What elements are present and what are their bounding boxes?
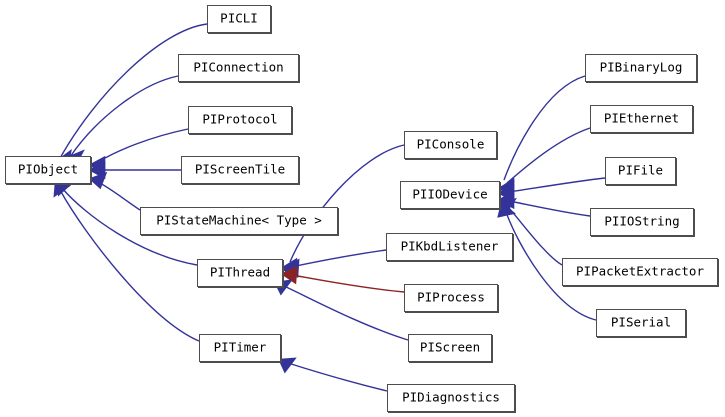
arrowhead-piconsole-to-pithread (282, 258, 300, 279)
class-node-label: PICLI (220, 10, 258, 26)
edge-piiostring-to-piiodevice (508, 200, 591, 217)
class-node-label: PIScreenTile (194, 161, 286, 177)
class-node-label: PIEthernet (603, 110, 680, 126)
edge-piprocess-to-pithread (291, 274, 405, 293)
edge-piscreen-to-pithread (283, 285, 409, 341)
edge-pifile-to-piiodevice (508, 177, 606, 193)
arrowhead-pitimer-to-piobject (53, 181, 72, 198)
class-node-label: PIPacketExtractor (576, 263, 704, 279)
class-node-label: PIObject (17, 161, 79, 177)
class-node-label: PIDiagnostics (402, 389, 500, 405)
class-node-label: PIIOString (604, 213, 680, 229)
arrowhead-piiostring-to-piiodevice (497, 190, 515, 210)
class-node-label: PIConsole (416, 136, 485, 152)
class-node-piiodevice[interactable]: PIIODevice (400, 181, 500, 209)
class-node-pistatemachine[interactable]: PIStateMachine< Type > (140, 207, 338, 235)
arrowhead-pidiagnostics-to-pitimer (278, 357, 297, 374)
arrowhead-piprocess-to-pithread (280, 265, 298, 285)
class-node-label: PITimer (213, 339, 267, 355)
class-node-label: PISerial (610, 314, 672, 330)
class-node-piconnection[interactable]: PIConnection (178, 54, 299, 82)
arrowhead-pistatemachine-to-piobject (88, 171, 108, 190)
edge-piethernet-to-piiodevice (506, 127, 591, 184)
class-node-label: PIScreen (419, 339, 481, 355)
class-node-label: PIFile (617, 162, 664, 178)
class-node-label: PIThread (209, 264, 271, 280)
class-node-pithread[interactable]: PIThread (197, 259, 283, 287)
class-node-label: PIProtocol (202, 111, 278, 127)
arrowhead-pithread-to-piobject (55, 181, 74, 197)
edge-pistatemachine-to-piobject (97, 181, 141, 211)
class-node-pipacketextractor[interactable]: PIPacketExtractor (562, 258, 718, 286)
class-node-piscreen[interactable]: PIScreen (408, 334, 492, 362)
edge-pidiagnostics-to-pitimer (287, 362, 388, 392)
arrowhead-piscreentile-to-piobject (88, 160, 106, 180)
class-node-pibinarylog[interactable]: PIBinaryLog (585, 54, 697, 82)
class-node-label: PIBinaryLog (599, 59, 683, 75)
arrowhead-pibinarylog-to-piiodevice (498, 177, 515, 197)
class-node-piprotocol[interactable]: PIProtocol (188, 106, 292, 134)
class-node-pitimer[interactable]: PITimer (199, 334, 281, 362)
arrowhead-pikbdlistener-to-pithread (280, 257, 299, 278)
class-node-piprocess[interactable]: PIProcess (404, 284, 498, 312)
class-node-pikbdlistener[interactable]: PIKbdListener (386, 233, 513, 261)
edge-pibinarylog-to-piiodevice (503, 75, 586, 181)
edge-piconnection-to-piobject (69, 75, 179, 158)
class-node-piobject[interactable]: PIObject (5, 156, 91, 184)
class-node-piethernet[interactable]: PIEthernet (590, 105, 693, 133)
edge-pipacketextractor-to-piiodevice (507, 206, 563, 266)
class-node-pidiagnostics[interactable]: PIDiagnostics (387, 384, 515, 412)
arrowhead-piserial-to-piiodevice (497, 201, 516, 218)
edge-picli-to-piobject (58, 23, 208, 161)
class-node-picli[interactable]: PICLI (207, 5, 271, 33)
class-node-piscreentile[interactable]: PIScreenTile (181, 156, 299, 184)
arrowhead-piprotocol-to-piobject (88, 155, 106, 175)
class-node-label: PIKbdListener (400, 238, 499, 254)
class-node-piconsole[interactable]: PIConsole (404, 131, 497, 159)
arrowhead-pipacketextractor-to-piiodevice (499, 197, 517, 216)
arrowhead-piethernet-to-piiodevice (497, 179, 515, 199)
arrowhead-pifile-to-piiodevice (497, 183, 515, 203)
class-node-piiostring[interactable]: PIIOString (590, 208, 694, 236)
class-node-piserial[interactable]: PISerial (596, 309, 686, 337)
class-node-label: PIStateMachine< Type > (156, 212, 322, 228)
edge-pikbdlistener-to-pithread (290, 249, 387, 268)
class-node-label: PIIODevice (412, 186, 488, 202)
class-node-pifile[interactable]: PIFile (605, 157, 676, 185)
class-node-label: PIProcess (417, 289, 485, 305)
class-node-label: PIConnection (193, 59, 284, 75)
edge-piprotocol-to-piobject (97, 128, 189, 163)
